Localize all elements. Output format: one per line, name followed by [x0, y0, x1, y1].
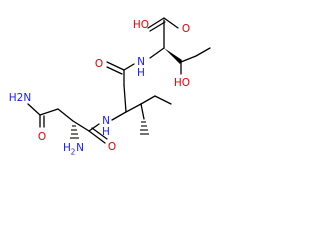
bond-carboxamide-cn — [27, 103, 41, 116]
amine-hydrogen-label: H — [63, 142, 71, 154]
bond-alpha-nh1 — [149, 47, 165, 59]
amide-nitrogen-2-label: N — [102, 115, 110, 127]
hashed-bond-asn — [70, 125, 79, 139]
amine-label: H 2 N — [63, 142, 84, 157]
bond-ile-sidechain-2 — [140, 95, 156, 105]
bond-thr-methyl — [195, 47, 211, 57]
hashed-bond-ile — [140, 121, 149, 135]
carboxamide-nitrogen-label: H2N — [9, 92, 31, 104]
amide-oxygen-1-label: O — [95, 58, 103, 70]
amide-nitrogen-1-label: N — [137, 56, 145, 68]
bond-ile-sidechain-3 — [154, 95, 172, 105]
acid-hydroxyl-label: HO — [133, 19, 149, 31]
amide-oxygen-2-label: O — [108, 141, 116, 153]
amine-subscript-label: 2 — [71, 148, 76, 157]
molecule-structure: HO O HO N H O N H O — [9, 17, 211, 157]
double-bond-o1-b — [106, 66, 123, 75]
bond-nh1-carbonyl — [123, 63, 135, 71]
double-bond-o1-a — [106, 61, 125, 71]
bond-carbonyl2-asn-alpha — [72, 120, 90, 132]
amide-hydrogen-2-label: H — [102, 126, 110, 138]
bond-thr-beta — [180, 55, 197, 63]
bond-ile-alpha-nh2 — [111, 111, 127, 121]
bond-ile-branch-1 — [140, 103, 145, 120]
amine-nitrogen-label: N — [76, 142, 84, 154]
threonine-hydroxyl-label: HO — [174, 77, 190, 89]
bond-carbonyl1-ile-alpha — [123, 84, 127, 113]
bond-asn-alpha-ch2 — [57, 108, 74, 122]
wedge-bond-thr — [164, 48, 182, 64]
bond-carbonyl2-o-a — [88, 130, 106, 144]
bond-ile-sidechain-1 — [125, 103, 142, 113]
carboxamide-oxygen-label: O — [38, 131, 46, 143]
bond-ch2-carboxamide — [39, 108, 59, 116]
bond-nh2-carbonyl2 — [88, 123, 100, 132]
acid-carbonyl-oxygen-label: O — [182, 23, 190, 35]
bond-carbonyl2-o-b — [91, 127, 108, 140]
amide-hydrogen-1-label: H — [137, 67, 145, 79]
carboxyl-group — [147, 17, 179, 32]
